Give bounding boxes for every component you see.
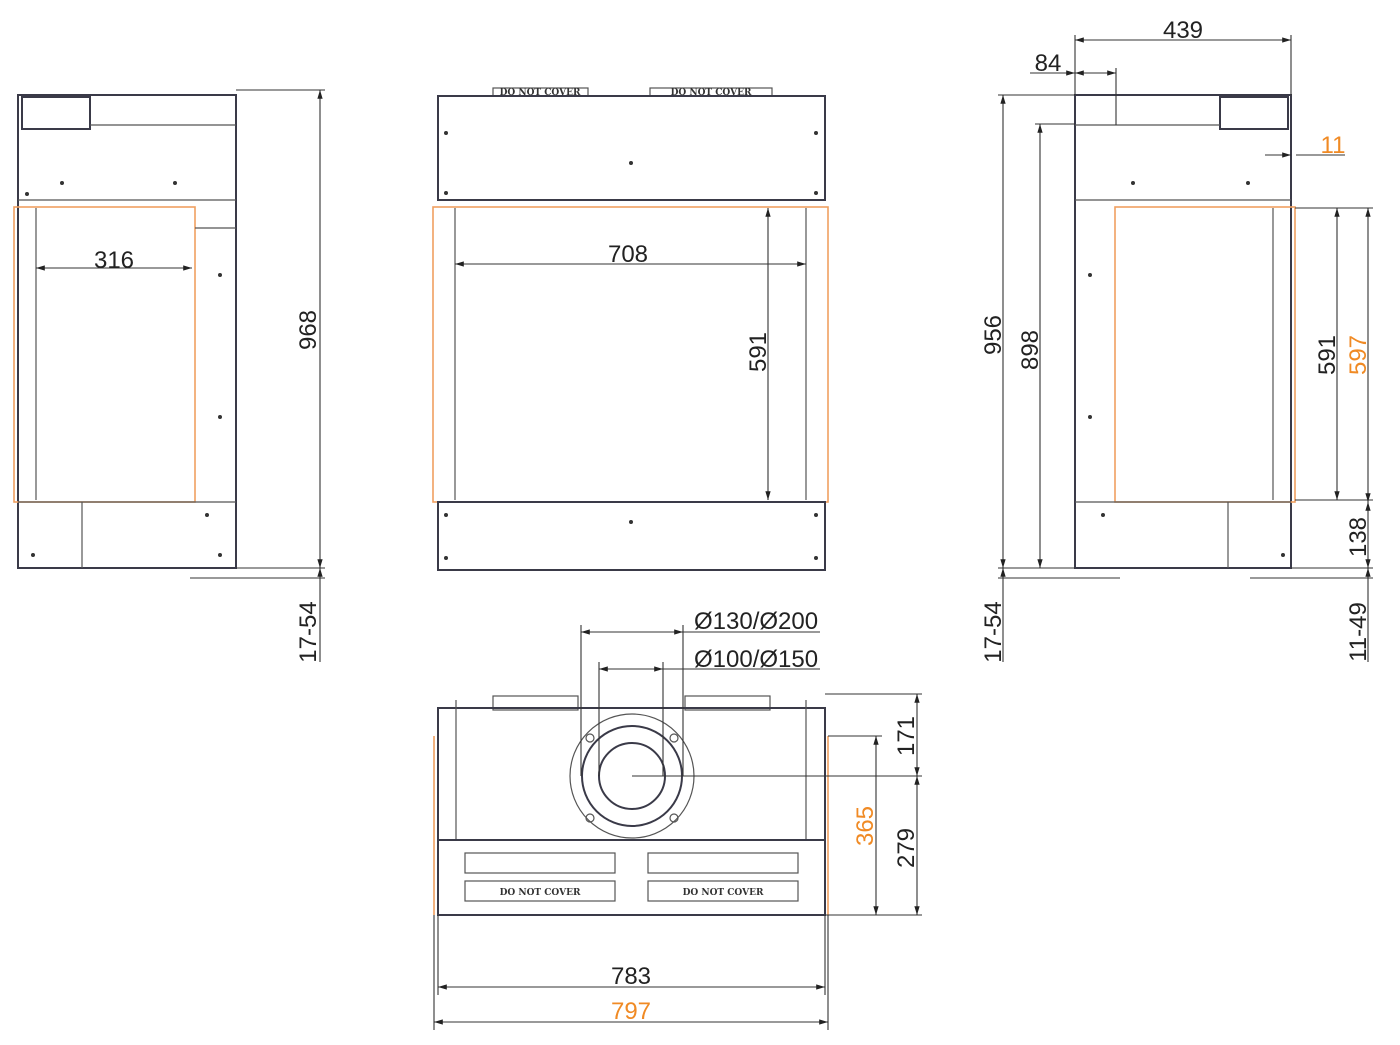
dim-body-height: 898 — [1017, 330, 1044, 370]
dim-glass-depth: 365 — [852, 806, 879, 846]
dim-offset: 84 — [1035, 50, 1062, 77]
dim-base-height: 138 — [1345, 517, 1372, 557]
dim-width-outer: 797 — [611, 998, 651, 1025]
dim-glass-width: 708 — [608, 241, 648, 268]
do-not-cover-label: DO NOT COVER — [500, 888, 581, 898]
do-not-cover-label: DO NOT COVER — [671, 88, 752, 98]
dim-feet-left: 17-54 — [980, 601, 1007, 662]
dim-flue-center-front: 279 — [893, 828, 920, 868]
dim-feet: 17-54 — [295, 601, 322, 662]
left-side-view: 316 968 17-54 — [13, 89, 325, 663]
dim-glass-height: 591 — [745, 332, 772, 372]
dim-glass-height: 591 — [1314, 335, 1341, 375]
dim-depth: 439 — [1163, 17, 1203, 44]
dim-inner-width: 316 — [94, 247, 134, 274]
dim-offset-small: 11 — [1321, 132, 1346, 159]
glass-panel — [1114, 206, 1296, 503]
dim-flue-center-back: 171 — [893, 716, 920, 756]
right-side-view: 439 84 11 956 898 17-54 591 597 138 11-4… — [980, 17, 1373, 663]
do-not-cover-label: DO NOT COVER — [500, 88, 581, 98]
dim-width: 783 — [611, 963, 651, 990]
dim-glass-height-outer: 597 — [1345, 335, 1372, 375]
dim-flue-inner: Ø100/Ø150 — [694, 646, 818, 673]
do-not-cover-label: DO NOT COVER — [683, 888, 764, 898]
top-view: DO NOT COVER DO NOT COVER Ø130/Ø200 Ø100… — [433, 608, 922, 1030]
dim-total-height: 956 — [980, 315, 1007, 355]
dim-feet: 11-49 — [1345, 602, 1372, 662]
front-view: DO NOT COVER DO NOT COVER 708 591 — [432, 87, 829, 571]
dim-flue-outer: Ø130/Ø200 — [694, 608, 818, 635]
dim-height: 968 — [295, 310, 322, 350]
